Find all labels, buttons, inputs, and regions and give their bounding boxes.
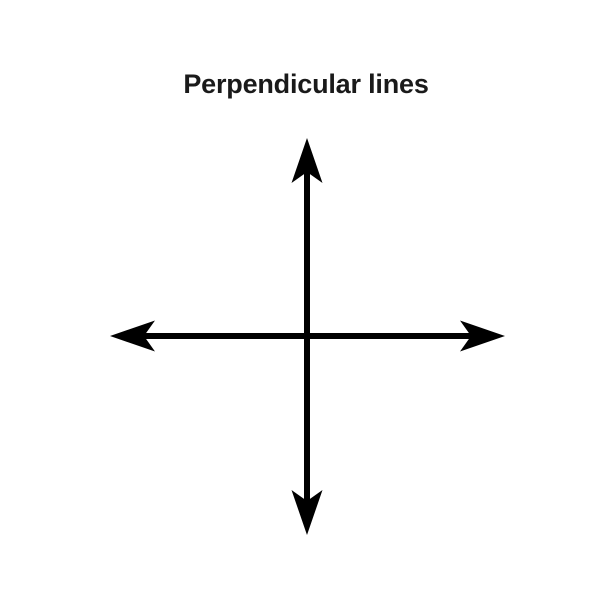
arrow-right-icon bbox=[460, 320, 505, 352]
page-title: Perpendicular lines bbox=[183, 69, 429, 99]
arrow-down-icon bbox=[291, 490, 323, 535]
arrow-left-icon bbox=[110, 320, 155, 352]
arrow-up-icon bbox=[291, 138, 323, 183]
